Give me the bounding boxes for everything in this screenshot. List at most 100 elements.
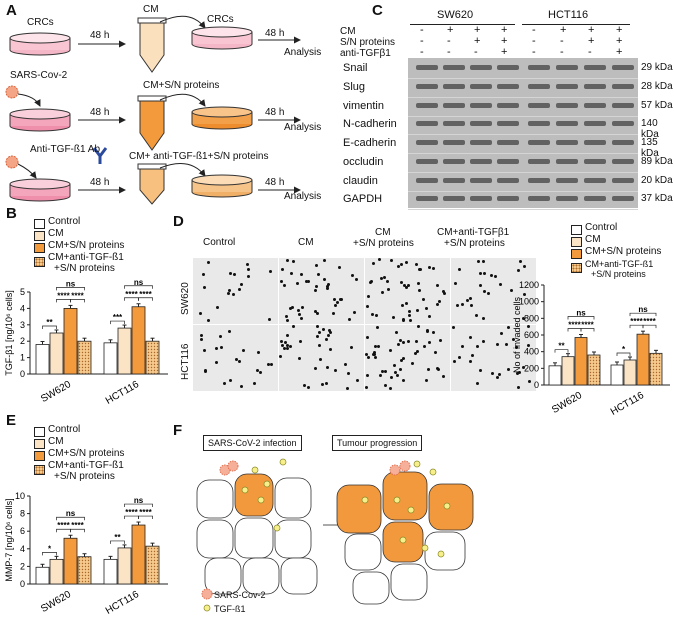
treat-cell: -: [447, 46, 451, 58]
category-label: HCT116: [104, 379, 141, 407]
sig-label: ****: [643, 317, 656, 326]
sig-label: ***: [113, 313, 123, 322]
blot-band: [556, 158, 578, 164]
invaded-cell-dot: [328, 328, 332, 332]
label-48h-5: 48 h: [90, 177, 110, 188]
blot-protein-label: occludin: [343, 155, 384, 168]
invaded-cell-dot: [435, 302, 439, 306]
invaded-cell-dot: [372, 352, 376, 356]
bar: [77, 340, 92, 375]
blot-row-sn: S/N proteins: [340, 37, 396, 48]
sig-label: *: [48, 544, 52, 553]
blot-band: [497, 102, 519, 108]
invaded-cell-dot: [441, 289, 445, 293]
invaded-cell-dot: [424, 378, 428, 382]
legend-e-anti2: +S/N proteins: [54, 471, 115, 482]
invaded-cell-dot: [453, 282, 457, 286]
bar: [63, 537, 78, 585]
invaded-cell-dot: [517, 371, 521, 375]
invaded-cell-dot: [318, 330, 322, 334]
bar: [145, 545, 160, 585]
tgf-icon: [437, 550, 445, 558]
invaded-cell-dot: [333, 298, 337, 302]
treat-cell: -: [420, 46, 424, 58]
blot-band: [497, 177, 519, 183]
invaded-cell-dot: [414, 340, 418, 344]
cell: [242, 557, 280, 595]
blot-band: [443, 65, 465, 70]
sig-bracket: [42, 325, 57, 329]
invaded-cell-dot: [402, 340, 406, 344]
invaded-cell-dot: [203, 368, 207, 372]
panel-label-b: B: [6, 205, 17, 222]
sig-bracket: [56, 287, 85, 291]
y-tick-label: 2: [20, 336, 25, 346]
invaded-cell-dot: [461, 345, 465, 349]
micro-col-cmsn-1: CM: [375, 227, 391, 238]
invaded-cell-dot: [285, 315, 289, 319]
invaded-cell-dot: [399, 368, 403, 372]
invaded-cell-dot: [427, 314, 431, 318]
sig-label: ****: [630, 317, 643, 326]
invaded-cell-dot: [400, 281, 404, 285]
sig-bracket: [70, 299, 85, 303]
invaded-cell-dot: [325, 285, 329, 289]
tgf-icon: [279, 458, 287, 466]
y-tick-label: 0: [20, 369, 25, 379]
invaded-cell-dot: [465, 298, 469, 302]
invaded-cell-dot: [315, 325, 319, 329]
invaded-cell-dot: [390, 259, 394, 263]
virus-icon: [399, 460, 411, 472]
cell: [382, 471, 428, 521]
treat-cell: +: [588, 35, 595, 47]
blot-row: [408, 96, 638, 117]
invaded-cell-dot: [307, 279, 311, 283]
cell: [352, 571, 390, 605]
invaded-cell-dot: [324, 338, 328, 342]
invaded-cell-dot: [471, 354, 475, 358]
invaded-cell-dot: [367, 295, 371, 299]
invaded-cell-dot: [215, 306, 219, 310]
y-tick-label: 6: [20, 526, 25, 536]
category-label: SW620: [39, 589, 73, 615]
invaded-cell-dot: [383, 276, 387, 280]
invaded-cell-dot: [401, 378, 405, 382]
tgf-icon: [429, 468, 437, 476]
invaded-cell-dot: [401, 357, 405, 361]
sig-label: ****: [125, 508, 138, 517]
invaded-cell-dot: [403, 283, 407, 287]
invaded-cell-dot: [226, 292, 230, 296]
invaded-cell-dot: [455, 303, 459, 307]
invaded-cell-dot: [401, 303, 405, 307]
invaded-cell-dot: [408, 314, 412, 318]
invaded-cell-dot: [218, 334, 222, 338]
f-infection-box: SARS-CoV-2 infection: [203, 435, 302, 451]
blot-protein-label: Snail: [343, 62, 368, 74]
invaded-cell-dot: [296, 282, 300, 286]
sig-bracket: [567, 316, 595, 320]
invaded-cell-dot: [378, 374, 382, 378]
invaded-cell-dot: [507, 367, 511, 371]
legend-d-anti2: +S/N proteins: [591, 269, 646, 279]
blot-kda-label: 20 kDa: [641, 174, 673, 186]
panel-label-e: E: [6, 412, 17, 429]
invaded-cell-dot: [381, 370, 385, 374]
invaded-cell-dot: [232, 272, 236, 276]
invaded-cell-dot: [344, 363, 348, 367]
invaded-cell-dot: [526, 325, 530, 329]
legend-b-cmsn: CM+S/N proteins: [48, 240, 125, 251]
invaded-cell-dot: [414, 263, 418, 267]
invaded-cell-dot: [379, 276, 383, 280]
invaded-cell-dot: [326, 333, 330, 337]
invaded-cell-dot: [318, 358, 322, 362]
invaded-cell-dot: [282, 283, 286, 287]
blot-band: [612, 140, 634, 145]
invaded-cell-dot: [289, 271, 293, 275]
treat-cell: +: [474, 24, 481, 36]
invaded-cell-dot: [202, 285, 206, 289]
blot-kda-label: 28 kDa: [641, 80, 673, 92]
invaded-cell-dot: [469, 335, 473, 339]
legend-e-anti1: CM+anti-TGF-ß1: [48, 460, 124, 471]
